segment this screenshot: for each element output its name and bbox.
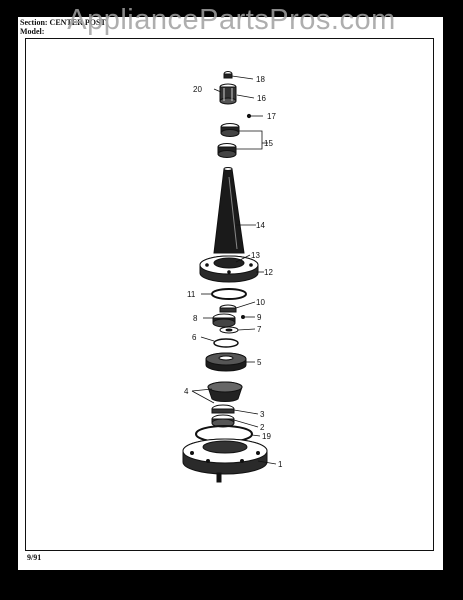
parts-sheet: Section: CENTER POST Model:	[18, 17, 443, 570]
callout-8: 8	[193, 314, 198, 323]
callout-17: 17	[267, 112, 276, 121]
part-17-clip	[246, 113, 252, 119]
callout-16: 16	[257, 94, 266, 103]
part-14-center-post	[213, 167, 245, 254]
part-16-bushing	[219, 83, 237, 105]
callout-13: 13	[251, 251, 260, 260]
part-4-housing	[207, 381, 243, 402]
callout-19: 19	[262, 432, 271, 441]
callout-9: 9	[257, 313, 262, 322]
callout-5: 5	[257, 358, 262, 367]
callout-18: 18	[256, 75, 265, 84]
part-12-flange	[199, 255, 259, 283]
callout-1: 1	[278, 460, 283, 469]
part-18-cap	[223, 71, 233, 79]
part-15-seals	[217, 123, 240, 158]
callout-3: 3	[260, 410, 265, 419]
callout-2: 2	[260, 423, 265, 432]
section-title: Section: CENTER POST	[20, 18, 106, 27]
callout-7: 7	[257, 325, 262, 334]
part-1-base	[182, 438, 268, 483]
sheet-header: Section: CENTER POST Model:	[18, 17, 443, 39]
part-11-gasket	[211, 288, 247, 300]
leader-lines	[191, 75, 277, 465]
part-6-o-ring	[213, 338, 239, 348]
callout-4: 4	[184, 387, 189, 396]
callout-6: 6	[192, 333, 197, 342]
callout-14: 14	[256, 221, 265, 230]
part-7-washer	[219, 326, 239, 334]
callout-12: 12	[264, 268, 273, 277]
callout-11: 11	[187, 290, 196, 299]
part-3-ring	[211, 404, 235, 414]
part-8-bearing	[212, 313, 245, 328]
revision-date: 9/91	[27, 553, 42, 562]
diagram-frame	[25, 38, 434, 551]
model-title: Model:	[20, 27, 45, 36]
part-10-ring	[219, 304, 237, 313]
callout-15: 15	[264, 139, 273, 148]
part-5-hub	[205, 352, 247, 372]
callout-20: 20	[193, 85, 202, 94]
callout-10: 10	[256, 298, 265, 307]
exploded-view-diagram: 18 20 16 17 15 14 13 12 11 10 9 8 7 6 5 …	[182, 71, 283, 483]
